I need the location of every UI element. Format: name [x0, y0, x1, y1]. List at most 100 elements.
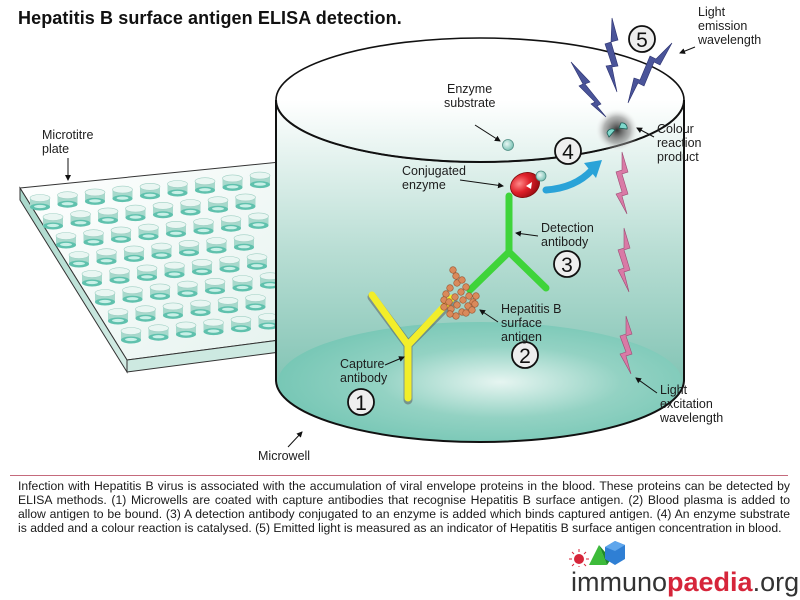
hbsag-antigen-cluster: [440, 266, 480, 320]
plate-well: [55, 232, 77, 249]
plate-well: [83, 229, 104, 246]
step-5-marker: 5: [628, 25, 656, 53]
svg-text:Capture: Capture: [340, 357, 385, 371]
immunopaedia-logo[interactable]: immunopaedia.org: [567, 541, 799, 597]
plate-well: [148, 324, 169, 341]
plate-well: [120, 327, 142, 344]
plate-well: [164, 261, 185, 279]
plate-well: [97, 207, 119, 224]
svg-text:wavelength: wavelength: [659, 411, 723, 425]
plate-well: [139, 183, 161, 200]
antigen-particle: [462, 283, 470, 291]
plate-well: [122, 286, 143, 303]
antigen-particle: [453, 301, 461, 309]
svg-text:Light: Light: [660, 383, 688, 397]
plate-well: [110, 226, 132, 243]
plate-well: [68, 251, 90, 268]
svg-text:antibody: antibody: [340, 371, 388, 385]
plate-well: [248, 212, 269, 229]
antigen-particle: [451, 293, 459, 301]
svg-text:antigen: antigen: [501, 330, 542, 344]
plate-well: [232, 275, 253, 292]
svg-text:Light: Light: [698, 5, 726, 19]
plate-well: [193, 218, 214, 235]
microtitre-plate: [19, 161, 281, 374]
plate-well: [230, 315, 252, 333]
plate-well: [84, 188, 106, 205]
plate-well: [149, 283, 171, 300]
plate-well: [81, 270, 103, 287]
step-1-marker: 1: [347, 388, 375, 416]
antigen-particle: [459, 296, 467, 304]
plate-well: [175, 321, 197, 338]
diagram-title: Hepatitis B surface antigen ELISA detect…: [18, 8, 402, 28]
step-1-number: 1: [355, 392, 367, 415]
label-light-emission: Light emission wavelength: [679, 5, 761, 54]
plate-well: [165, 221, 187, 238]
step-5-number: 5: [636, 29, 648, 52]
reaction-arrow: [542, 160, 602, 194]
plate-well: [245, 294, 266, 311]
svg-text:Conjugated: Conjugated: [402, 164, 466, 178]
plate-well: [96, 248, 117, 265]
plate-well: [107, 308, 129, 325]
label-hbsag: Hepatitis B surface antigen: [479, 302, 561, 344]
plate-well: [217, 296, 239, 314]
svg-text:Microtitre: Microtitre: [42, 128, 93, 142]
antigen-particle: [458, 276, 466, 284]
plate-well: [191, 258, 213, 276]
antigen-particle: [445, 298, 453, 306]
plate-well: [194, 177, 216, 194]
label-microwell: Microwell: [258, 431, 310, 463]
svg-text:surface: surface: [501, 316, 542, 330]
plate-well: [29, 194, 51, 211]
label-colour-reaction-product: Colour reaction product: [636, 122, 702, 164]
antigen-particle: [462, 309, 470, 317]
plate-well: [162, 302, 184, 319]
plate-well: [178, 240, 200, 257]
step-4-marker: 4: [554, 137, 582, 165]
plate-well: [207, 196, 229, 213]
label-capture-antibody: Capture antibody: [340, 356, 405, 385]
plate-well: [180, 199, 201, 216]
elisa-diagram: 1 2 3 4 5 Microtitre plate Enzyme substr…: [19, 5, 761, 463]
plate-well: [177, 280, 198, 298]
plate-well: [42, 213, 64, 230]
plate-well: [57, 191, 78, 208]
svg-text:Microwell: Microwell: [258, 449, 310, 463]
plate-well: [151, 242, 172, 260]
light-emission-bolts: [570, 17, 673, 118]
antigen-particle: [471, 300, 479, 308]
svg-text:Colour: Colour: [657, 122, 694, 136]
logo-shapes-icon: [569, 541, 625, 567]
label-conjugated-enzyme: Conjugated enzyme: [402, 164, 504, 192]
antigen-particle: [446, 310, 454, 318]
plate-well: [123, 245, 145, 262]
antigen-particle: [472, 292, 480, 300]
plate-well: [220, 215, 242, 232]
step-4-number: 4: [562, 141, 574, 164]
logo-text-paedia: paedia: [667, 567, 753, 597]
svg-text:Enzyme: Enzyme: [447, 82, 492, 96]
plate-well: [190, 299, 211, 317]
svg-text:emission: emission: [698, 19, 747, 33]
caption-divider: [10, 475, 788, 476]
plate-well: [70, 210, 91, 227]
label-detection-antibody: Detection antibody: [515, 221, 594, 249]
svg-text:substrate: substrate: [444, 96, 495, 110]
step-3-number: 3: [561, 254, 573, 277]
capture-antibody: [367, 291, 458, 405]
plate-well: [222, 174, 243, 191]
conjugated-enzyme: [510, 170, 547, 198]
step-3-marker: 3: [553, 250, 581, 278]
enzyme-substrate-molecule: [502, 139, 514, 151]
step-2-number: 2: [519, 345, 531, 368]
plate-well: [138, 223, 159, 241]
svg-text:Detection: Detection: [541, 221, 594, 235]
plate-wells: [29, 171, 281, 344]
microwell-floor: [278, 322, 682, 442]
antigen-particle: [468, 306, 476, 314]
plate-well: [112, 185, 133, 203]
light-excitation-bolts: [615, 151, 633, 375]
plate-well: [219, 256, 240, 273]
